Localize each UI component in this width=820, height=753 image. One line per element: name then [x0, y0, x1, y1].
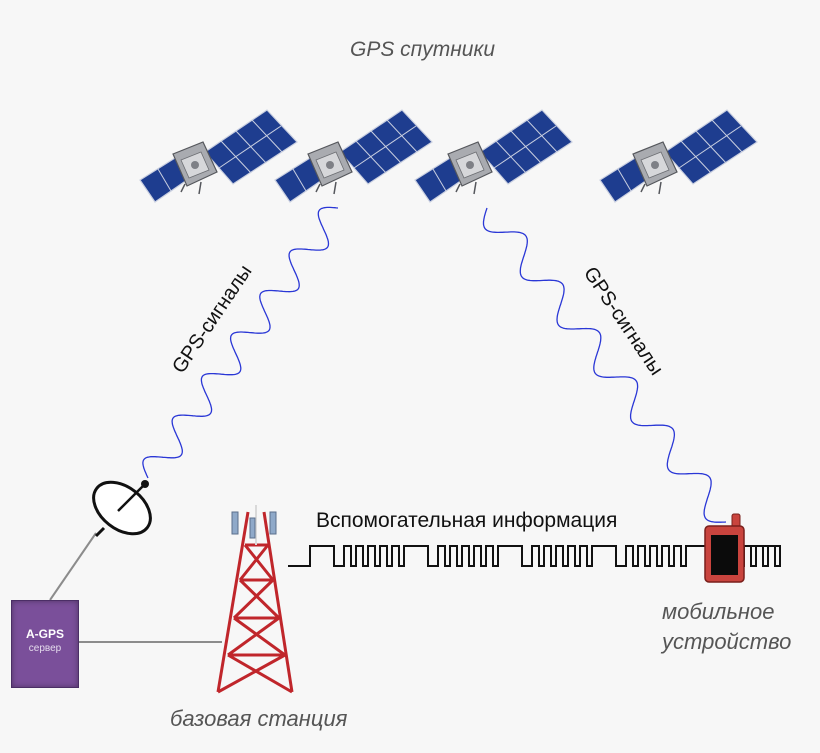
gps-signal-wave-right: [482, 207, 727, 523]
server-title: A-GPS: [25, 627, 64, 641]
assistance-info-label: Вспомогательная информация: [316, 509, 618, 532]
server-subtitle: сервер: [28, 643, 62, 654]
mobile-device-label: мобильное устройство: [662, 597, 791, 657]
satellite-icon: [139, 109, 298, 203]
mobile-device-label-line2: устройство: [662, 629, 792, 654]
mobile-device-label-line1: мобильное: [662, 599, 775, 624]
agps-server-box: A-GPS сервер: [11, 600, 79, 688]
server-to-dish-line: [49, 532, 97, 601]
satellites-label: GPS спутники: [350, 38, 496, 61]
satellite-icon: [274, 109, 433, 203]
mobile-phone-icon: [704, 513, 745, 583]
satellite-icon: [414, 109, 573, 203]
satellite-dish-icon: [92, 480, 152, 538]
base-station-label: базовая станция: [170, 706, 348, 731]
satellite-icon: [599, 109, 758, 203]
cell-tower-icon: [216, 505, 294, 694]
gps-signal-wave-left: [142, 206, 339, 479]
